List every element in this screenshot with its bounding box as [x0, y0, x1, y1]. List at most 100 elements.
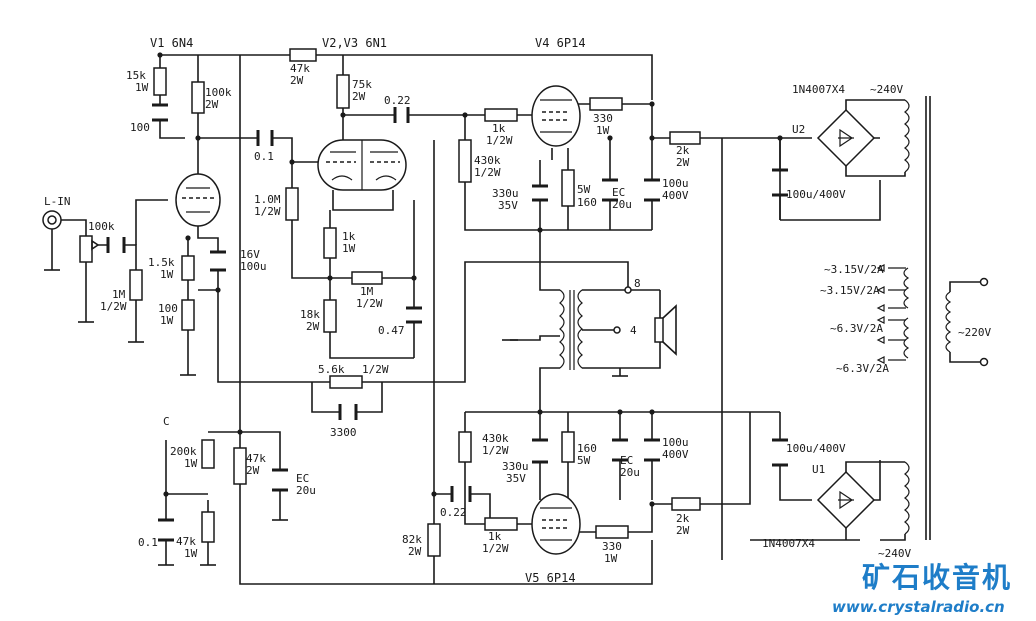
- junction: [777, 135, 783, 141]
- resistor-label: 330: [593, 112, 613, 125]
- cap-ec-20u-bias: [272, 468, 288, 492]
- junction: [157, 52, 163, 58]
- pot-wiper: [91, 239, 100, 251]
- junction: [431, 491, 437, 497]
- wiring: [60, 54, 881, 585]
- resistor-rating: 2W: [408, 545, 422, 558]
- ot-primary: [559, 289, 565, 369]
- resistor-47k-1w: [201, 511, 215, 543]
- cap-0-47: [406, 306, 422, 324]
- transformer-core: [925, 96, 931, 540]
- resistor-rating: 1/2W: [482, 542, 509, 555]
- ground-symbols: [44, 269, 628, 566]
- junction: [649, 101, 655, 107]
- tap-label: 4: [630, 324, 637, 337]
- diode-icon: [838, 490, 854, 510]
- cap-label: 0.1: [254, 150, 274, 163]
- resistor-rating: 1W: [160, 314, 174, 327]
- bridge-rectifier-bottom: [816, 461, 880, 540]
- tube-envelope: [531, 493, 581, 555]
- mains-terminal: [979, 357, 989, 367]
- watermark-title: 矿石收音机: [862, 561, 1013, 594]
- resistor-rating: 160: [577, 196, 597, 209]
- resistor-1k-1w: [323, 227, 337, 259]
- resistor-47k: [289, 48, 317, 62]
- resistor-label: 1k: [492, 122, 506, 135]
- input-jack: [42, 210, 62, 270]
- heater-label: ~3.15V/2A: [824, 263, 884, 276]
- resistor-15k: [153, 67, 167, 96]
- rectifier-label: 1N4007X4: [792, 83, 845, 96]
- node-label: U2: [792, 123, 805, 136]
- junction: [537, 409, 543, 415]
- resistor-label: 2k: [676, 144, 690, 157]
- arrow-icon: [876, 264, 885, 364]
- cap-330u-v4: [532, 184, 548, 202]
- node-label: U1: [812, 463, 825, 476]
- cap-label: 3300: [330, 426, 357, 439]
- cap-label: EC: [612, 186, 625, 199]
- resistor-label: 2k: [676, 512, 690, 525]
- resistor-rating: 1/2W: [100, 300, 127, 313]
- cap-rating: 20u: [612, 198, 632, 211]
- secondary-label: ~240V: [878, 547, 911, 560]
- resistor-label: 160: [577, 442, 597, 455]
- resistor-rating: 1/2W: [474, 166, 501, 179]
- cap-100u-400v-v5: [644, 438, 660, 462]
- winding-240v-top: [904, 99, 910, 173]
- resistor-160-v5: [561, 431, 575, 463]
- resistor-label: 82k: [402, 533, 422, 546]
- cap-ec-20u-v5: [612, 438, 628, 462]
- volume-pot: [79, 235, 93, 263]
- cap-label: 16V: [240, 248, 260, 261]
- heater-label: ~6.3V/2A: [830, 322, 883, 335]
- jack-inner: [47, 215, 57, 225]
- junction: [185, 235, 191, 241]
- resistor-100k: [191, 81, 205, 114]
- resistor-rating: 2W: [205, 98, 219, 111]
- resistor-label: 1k: [342, 230, 356, 243]
- resistors: [79, 48, 701, 557]
- junction: [195, 135, 201, 141]
- tube-electrodes: [330, 151, 398, 181]
- junction: [215, 287, 221, 293]
- resistor-rating: 2W: [676, 156, 690, 169]
- resistor-label: 1M: [360, 285, 374, 298]
- junction: [163, 491, 169, 497]
- resistor-label: 47k: [176, 535, 196, 548]
- resistor-rating: 1/2W: [482, 444, 509, 457]
- resistor-label: 200k: [170, 445, 197, 458]
- resistor-label: 1k: [488, 530, 502, 543]
- resistor-rating: 1W: [604, 552, 618, 565]
- tube-label-v5: V5 6P14: [525, 571, 576, 585]
- tube-electrodes: [540, 507, 572, 541]
- resistor-430k-v4: [458, 139, 472, 183]
- resistor-label: 100k: [205, 86, 232, 99]
- cap-100u-16v: [210, 250, 226, 272]
- resistor-430k-v5: [458, 431, 472, 463]
- resistor-2k-v4: [669, 131, 701, 145]
- secondary-label: ~240V: [870, 83, 903, 96]
- cap-100u-400v-top: [772, 168, 788, 197]
- bridge-rectifier-top: [816, 99, 880, 177]
- resistor-label: 430k: [482, 432, 509, 445]
- resistor-1k-grid-v5: [484, 517, 518, 531]
- pot-label: 100k: [88, 220, 115, 233]
- resistor-label: 430k: [474, 154, 501, 167]
- output-transformer: [559, 286, 632, 370]
- junction: [607, 135, 613, 141]
- cap-label: 0.22: [384, 94, 411, 107]
- resistor-rating: 1W: [342, 242, 356, 255]
- diode-icon: [838, 128, 854, 148]
- resistor-5-6k: [329, 375, 363, 389]
- cap-input: [106, 237, 126, 253]
- heater-label: ~6.3V/2A: [836, 362, 889, 375]
- junction: [537, 227, 543, 233]
- resistor-label: 75k: [352, 78, 372, 91]
- resistor-rating: 2W: [676, 524, 690, 537]
- resistor-rating: 1W: [184, 457, 198, 470]
- resistor-rating: 1W: [135, 81, 149, 94]
- junction: [340, 112, 346, 118]
- cap-label: 0.22: [440, 506, 467, 519]
